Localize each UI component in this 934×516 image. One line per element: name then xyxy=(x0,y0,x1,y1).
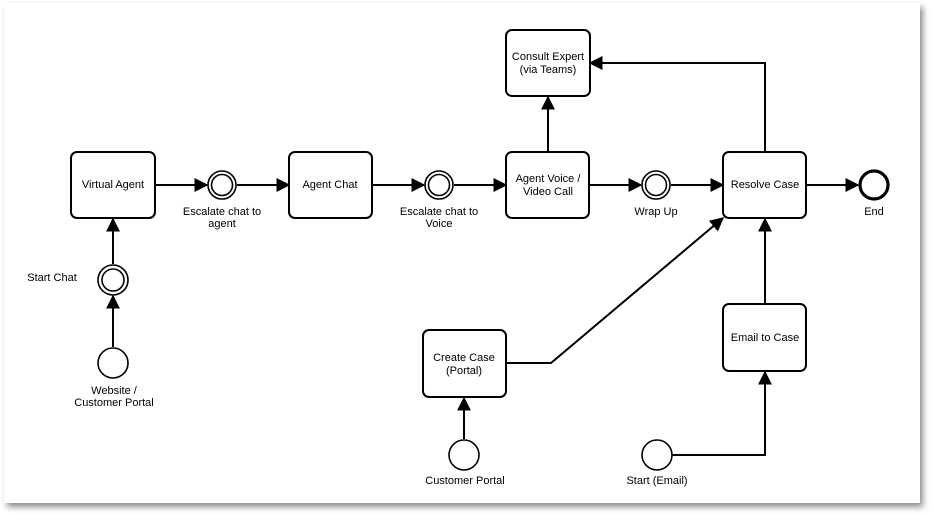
task-email-to-case[interactable]: Email to Case xyxy=(722,303,807,372)
flow-create-case-to-resolve xyxy=(506,217,725,364)
event-escalate-chat-to-voice[interactable] xyxy=(424,170,454,200)
event-start-chat[interactable] xyxy=(97,264,129,296)
event-label: End xyxy=(864,206,884,218)
task-consult-expert[interactable]: Consult Expert (via Teams) xyxy=(505,29,591,97)
event-label: Customer Portal xyxy=(425,475,504,487)
task-agent-voice-video-call[interactable]: Agent Voice / Video Call xyxy=(505,151,590,219)
task-label: Agent Voice / xyxy=(516,173,582,185)
task-label: Create Case xyxy=(433,352,495,364)
task-label: Video Call xyxy=(523,186,573,198)
flow-resolve-to-consult xyxy=(588,56,766,152)
event-label: Customer Portal xyxy=(74,397,153,409)
task-label: Agent Chat xyxy=(302,179,357,191)
start-event-customer-portal[interactable] xyxy=(448,439,480,471)
event-label: Escalate chat to xyxy=(400,206,478,218)
task-label: Consult Expert xyxy=(512,51,584,63)
task-label: Email to Case xyxy=(731,332,799,344)
task-agent-chat[interactable]: Agent Chat xyxy=(288,151,373,219)
event-label: Escalate chat to xyxy=(183,206,261,218)
event-label: Start (Email) xyxy=(626,475,687,487)
event-label: Voice xyxy=(426,218,453,230)
start-event-website[interactable] xyxy=(97,347,129,379)
flow-start-email-to-email-case xyxy=(672,370,772,456)
event-label: Wrap Up xyxy=(634,206,677,218)
diagram-canvas xyxy=(4,3,920,503)
start-event-email[interactable] xyxy=(641,439,673,471)
event-label: agent xyxy=(208,218,236,230)
event-escalate-chat-to-agent[interactable] xyxy=(207,170,237,200)
task-label: (Portal) xyxy=(446,365,482,377)
task-label: Resolve Case xyxy=(731,179,799,191)
sequence-flows xyxy=(106,56,860,456)
task-label: (via Teams) xyxy=(520,64,577,76)
event-wrap-up[interactable] xyxy=(641,170,671,200)
task-resolve-case[interactable]: Resolve Case xyxy=(722,151,807,219)
event-label: Start Chat xyxy=(27,272,77,284)
task-create-case-portal[interactable]: Create Case (Portal) xyxy=(422,329,507,398)
task-virtual-agent[interactable]: Virtual Agent xyxy=(70,151,156,219)
end-event[interactable] xyxy=(858,169,890,201)
task-label: Virtual Agent xyxy=(82,179,144,191)
event-label: Website / xyxy=(91,385,138,397)
